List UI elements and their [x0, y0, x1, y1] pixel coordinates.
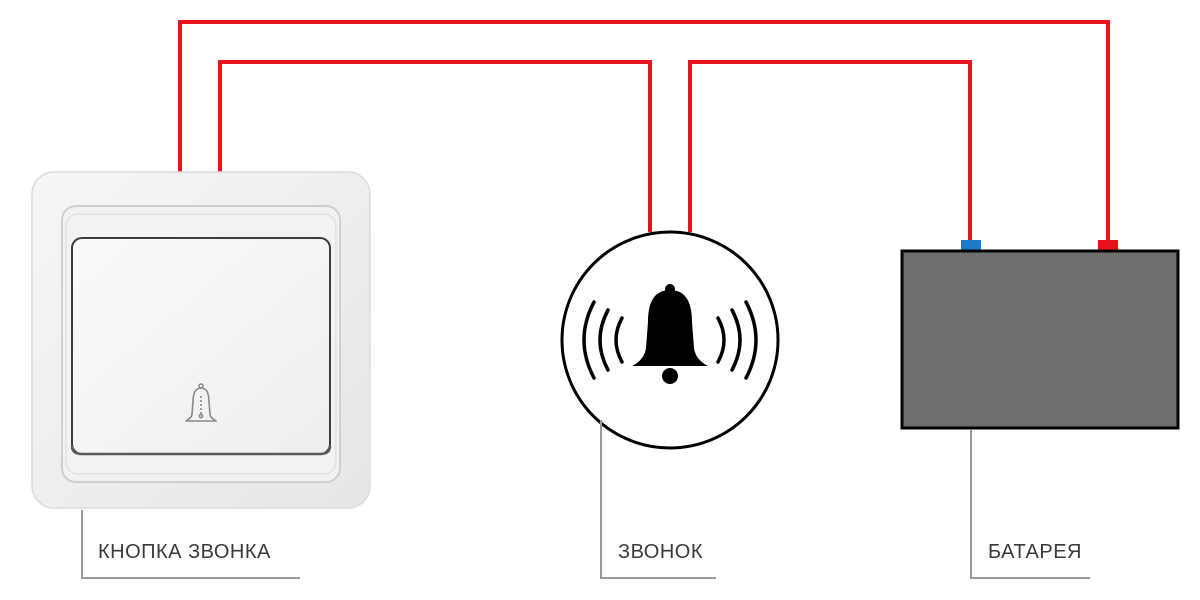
battery-label: БАТАРЕЯ: [988, 541, 1082, 563]
button-label: КНОПКА ЗВОНКА: [98, 541, 271, 563]
button-frame-inner: [65, 213, 337, 475]
bell-outline-icon: [185, 383, 217, 422]
battery: [900, 240, 1180, 430]
leader-lines: [81, 420, 1090, 579]
bell-label: ЗВОНОК: [618, 541, 703, 563]
leader-line-battery: [970, 430, 1090, 579]
battery-terminal-positive: [1098, 240, 1118, 250]
bell-ringing-icon: [582, 284, 758, 384]
button-key-shadow: [70, 445, 332, 456]
wire-button-to-bell: [218, 60, 652, 232]
wire-bell-to-battery: [688, 60, 972, 244]
wires: [178, 20, 1110, 244]
leader-line-button: [81, 510, 300, 579]
doorbell-button[interactable]: [31, 171, 371, 509]
doorbell-ringer: [560, 230, 780, 450]
battery-body: [900, 249, 1180, 430]
wire-outer: [178, 20, 1110, 244]
battery-terminal-negative: [961, 240, 981, 250]
leader-line-bell: [600, 420, 716, 579]
